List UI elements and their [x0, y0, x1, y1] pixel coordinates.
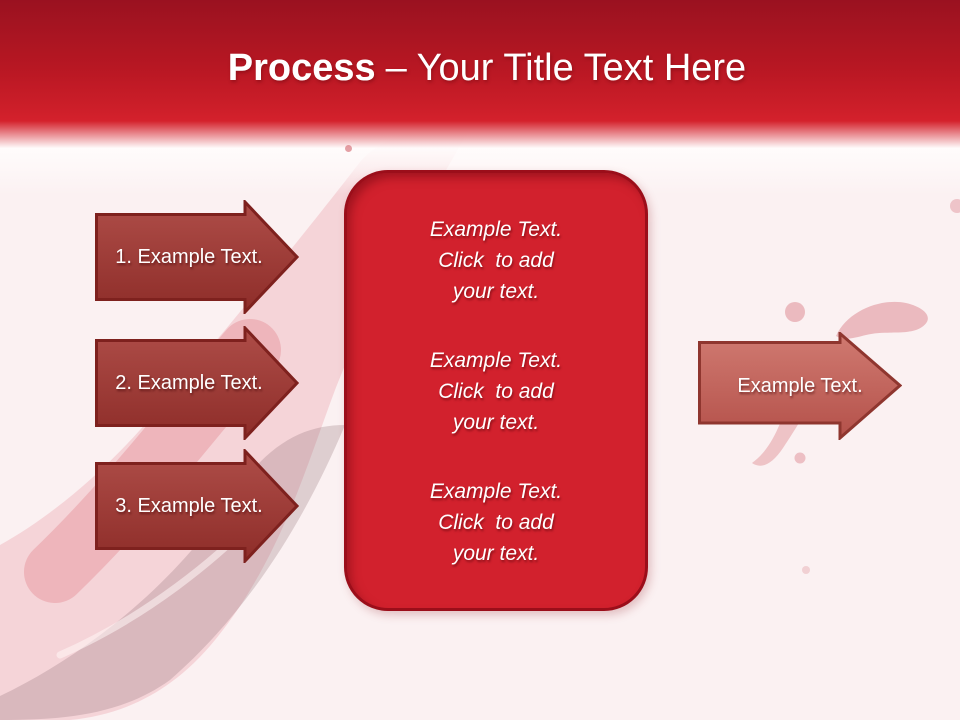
right-arrow-shape-icon — [95, 449, 299, 563]
right-arrow-shape-icon — [95, 200, 299, 314]
title-banner: Process– Your Title Text Here — [0, 0, 960, 195]
step-arrow-3-label: 3. Example Text. — [115, 494, 263, 517]
title-rest: – Your Title Text Here — [385, 47, 747, 89]
splash-dot — [345, 145, 352, 152]
panel-line: Example Text. — [429, 480, 563, 503]
panel-line: your text. — [452, 411, 540, 434]
panel-paragraph: Example Text. Click to add your text. — [347, 476, 645, 569]
panel-line: Click to add — [438, 380, 554, 403]
panel-line: Example Text. — [429, 349, 563, 372]
center-text-panel: Example Text. Click to add your text. Ex… — [344, 170, 648, 611]
title-emphasis: Process — [227, 47, 376, 89]
panel-line: your text. — [452, 542, 540, 565]
panel-line: Click to add — [438, 249, 554, 272]
right-arrow-shape-icon — [698, 332, 902, 440]
step-arrow-3: 3. Example Text. — [95, 449, 299, 563]
step-arrow-2-label: 2. Example Text. — [115, 371, 263, 394]
panel-line: Example Text. — [429, 218, 563, 241]
page-title: Process– Your Title Text Here — [0, 47, 960, 90]
output-arrow: Example Text. — [698, 332, 902, 440]
step-arrow-1-label: 1. Example Text. — [115, 245, 263, 268]
panel-line: Click to add — [438, 511, 554, 534]
panel-paragraph: Example Text. Click to add your text. — [347, 214, 645, 307]
step-arrow-1: 1. Example Text. — [95, 200, 299, 314]
step-arrow-2: 2. Example Text. — [95, 326, 299, 440]
panel-line: your text. — [452, 280, 540, 303]
output-arrow-label: Example Text. — [737, 374, 863, 397]
right-arrow-shape-icon — [95, 326, 299, 440]
panel-paragraph: Example Text. Click to add your text. — [347, 345, 645, 438]
